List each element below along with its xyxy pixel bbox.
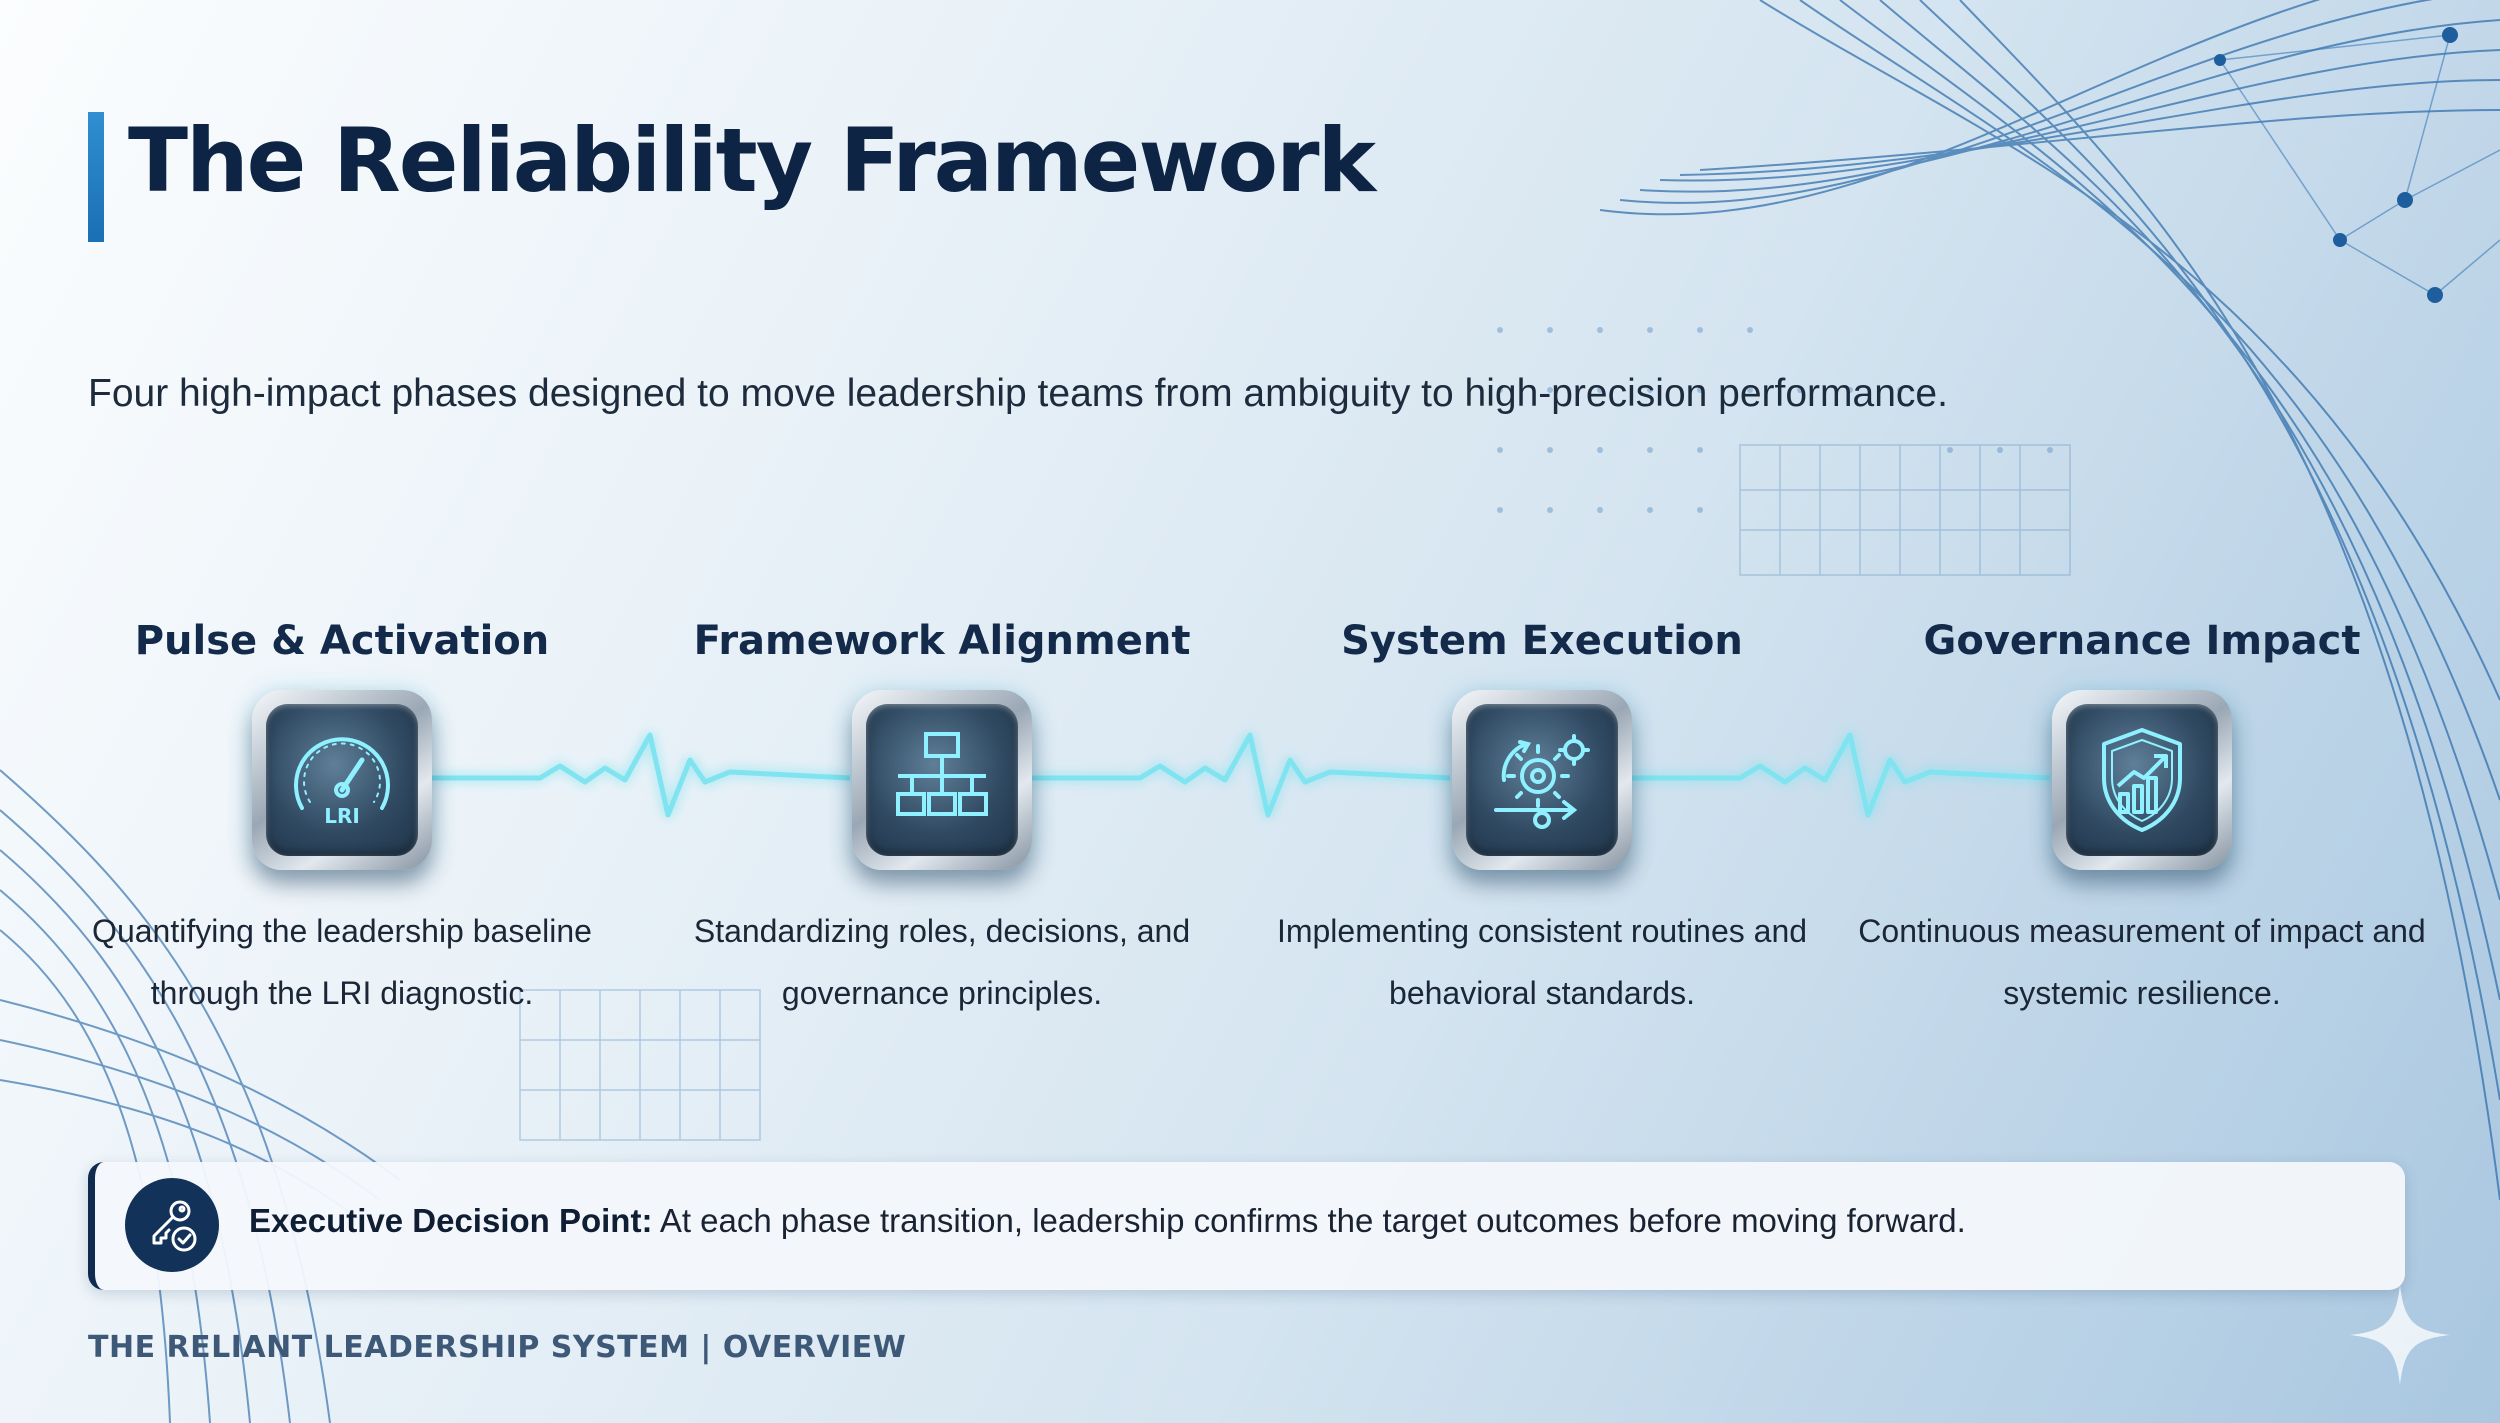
phase-3-description: Implementing consistent routines and beh…	[1276, 913, 1808, 1011]
shield-growth-icon	[2102, 728, 2182, 832]
phase-4-icon-tile	[2052, 690, 2232, 870]
phase-2-icon-tile	[852, 690, 1032, 870]
callout-label: Executive Decision Point:	[249, 1202, 653, 1239]
callout-icon-circle	[125, 1178, 219, 1272]
svg-text:LRI: LRI	[324, 804, 360, 828]
phase-3-title: System Execution	[1341, 618, 1743, 664]
gears-cycle-icon	[1494, 734, 1590, 829]
pulse-line	[432, 732, 2051, 818]
phase-4-description: Continuous measurement of impact and sys…	[1858, 913, 2426, 1011]
phase-1-title: Pulse & Activation	[134, 618, 550, 664]
phase-3-icon-tile	[1452, 690, 1632, 870]
callout-text: Executive Decision Point: At each phase …	[249, 1202, 1966, 1240]
phase-1-description: Quantifying the leadership baseline thro…	[92, 913, 592, 1011]
phase-4-title: Governance Impact	[1923, 618, 2361, 664]
page-subtitle: Four high-impact phases designed to move…	[88, 372, 1948, 415]
gauge-lri-icon: LRI	[294, 737, 390, 828]
key-check-icon	[152, 1200, 197, 1252]
callout-body: At each phase transition, leadership con…	[659, 1202, 1966, 1239]
decision-point-callout: Executive Decision Point: At each phase …	[88, 1162, 2405, 1290]
page-title: The Reliability Framework	[128, 109, 1376, 212]
phase-2-title: Framework Alignment	[693, 618, 1191, 664]
title-accent-bar	[88, 112, 104, 242]
phase-1-icon-tile: LRI	[252, 690, 432, 870]
phase-timeline: Pulse & Activation LRI Quantifying the l…	[0, 600, 2500, 1020]
sparkle-icon	[2350, 1285, 2450, 1385]
phase-2-description: Standardizing roles, decisions, and gove…	[693, 913, 1191, 1011]
footer-label: THE RELIANT LEADERSHIP SYSTEM | OVERVIEW	[88, 1330, 907, 1365]
org-chart-icon	[896, 732, 988, 816]
